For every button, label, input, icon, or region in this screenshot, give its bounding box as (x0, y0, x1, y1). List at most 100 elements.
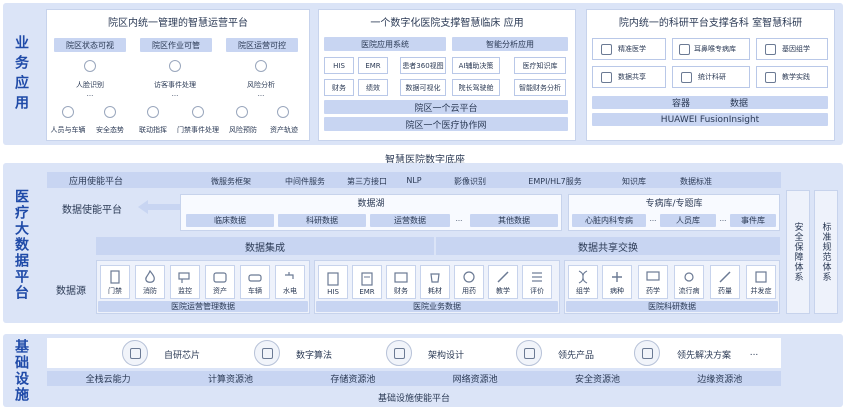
app-cockpit: 院长驾驶舱 (452, 79, 500, 96)
enable-item: 微服务框架 (211, 177, 251, 186)
lake-item-other: 其他数据 (470, 214, 558, 227)
infra-feature: 自研芯片 (163, 351, 200, 361)
infra-feature: 架构设计 (427, 351, 464, 361)
data-integration-bar: 数据集成 (96, 237, 434, 255)
his-icon (327, 272, 339, 286)
datasource-label: 数据源 (56, 286, 86, 297)
panel1-header-2: 院区运营可控 (226, 38, 298, 52)
genomics-icon (765, 43, 776, 55)
research-item-ent: 耳鼻喉专病库 (672, 38, 750, 60)
risk-prevention-icon (236, 106, 248, 118)
resource-item: 全栈云能力 (85, 375, 131, 385)
ds-medication: 用药 (454, 265, 484, 299)
ellipsis: ... (86, 90, 94, 98)
smart-operation-panel (46, 9, 310, 141)
research-item-stats: 统计科研 (672, 66, 750, 88)
ds-pharmacy: 药学 (638, 265, 668, 299)
face-recognition-icon (84, 60, 96, 72)
precision-medicine-icon (601, 43, 612, 55)
resource-item: 安全资源池 (574, 375, 620, 385)
infra-side-label: 基础设施 (13, 339, 29, 403)
ellipsis: ... (719, 215, 727, 223)
research-item-precision: 精准医学 (592, 38, 666, 60)
ds-finance: 财务 (386, 265, 416, 299)
statistics-icon (681, 71, 692, 83)
ent-database-icon (679, 43, 690, 55)
panel3-title: 院内统一的科研平台支撑各科 室智慧科研 (618, 18, 803, 29)
ds-his: HIS (318, 265, 348, 299)
panel1-item: 访客事件处理 (154, 81, 196, 89)
app-his: HIS (324, 57, 354, 74)
business-data-label: 医院业务数据 (316, 301, 558, 312)
ellipsis: ... (649, 215, 657, 223)
panel1-item: 安全态势 (96, 126, 124, 134)
panel1-header-1: 院区作业可管 (140, 38, 212, 52)
research-item-teaching: 教学实践 (756, 66, 828, 88)
lake-item-operation: 运营数据 (370, 214, 450, 227)
resource-item: 边缘资源池 (697, 375, 743, 385)
bigdata-side-label: 医疗大数据平台 (13, 189, 29, 301)
data-enable-arrow-icon (138, 200, 180, 214)
container-data-bar: 容器数据 (592, 96, 828, 109)
teaching-icon (765, 71, 776, 83)
ds-asset: 资产 (205, 265, 235, 299)
ds-vehicle: 车辆 (240, 265, 270, 299)
ds-omics: 组学 (568, 265, 598, 299)
infra-enable-platform: 基础设施使能平台 (377, 394, 450, 404)
data-enable-label: 数据使能平台 (62, 205, 122, 216)
app-knowledge: 医疗知识库 (514, 57, 566, 74)
ds-epidemic: 流行病 (674, 265, 704, 299)
ds-dosage: 药量 (710, 265, 740, 299)
standard-system-box: 标准规范体系 (814, 190, 838, 314)
cloud-platform-bar: 院区一个云平台 (324, 100, 568, 114)
lake-item-clinical: 临床数据 (186, 214, 274, 227)
door-icon (110, 270, 120, 284)
emr-icon (361, 272, 373, 286)
door-event-icon (192, 106, 204, 118)
infra-feature: 数字算法 (295, 351, 332, 361)
resource-item: 存储资源池 (330, 375, 376, 385)
solution-icon (634, 340, 660, 366)
pharmacy-icon (646, 271, 660, 281)
special-item-cardio: 心脏内科专病 (572, 214, 646, 227)
panel2-left-header: 医院应用系统 (324, 37, 446, 51)
research-data-label: 医院科研数据 (566, 301, 778, 312)
infra-feature: 领先解决方案 (676, 351, 731, 361)
person-vehicle-icon (62, 106, 74, 118)
ds-fire: 消防 (135, 265, 165, 299)
app-emr: EMR (358, 57, 388, 74)
app-visualization: 数据可视化 (400, 79, 446, 96)
security-posture-icon (104, 106, 116, 118)
panel2-title: 一个数字化医院支撑智慧临床 应用 (370, 18, 524, 29)
special-item-person: 人员库 (660, 214, 716, 227)
app-finance-analysis: 智能财务分析 (514, 79, 566, 96)
app-finance: 财务 (324, 79, 354, 96)
business-side-label: 业务应用 (13, 35, 29, 115)
car-icon (248, 274, 262, 282)
chip-icon (122, 340, 148, 366)
digital-base-title: 智慧医院数字底座 (385, 155, 465, 166)
app-enable-platform-bar: 应用使能平台 (47, 172, 781, 188)
ds-teaching: 教学 (488, 265, 518, 299)
app-performance: 绩效 (358, 79, 388, 96)
fusioninsight-bar: HUAWEI FusionInsight (592, 113, 828, 126)
panel1-header-0: 院区状态可视 (54, 38, 126, 52)
app-patient360: 患者360视图 (400, 57, 446, 74)
algorithm-icon (254, 340, 280, 366)
fire-icon (145, 270, 155, 283)
data-lake-title: 数据湖 (357, 199, 385, 209)
enable-item: 中间件服务 (285, 177, 325, 186)
ellipsis: ... (171, 90, 179, 98)
product-icon (516, 340, 542, 366)
ds-water: 水电 (275, 265, 305, 299)
disease-icon (612, 272, 622, 282)
dna-icon (578, 270, 588, 284)
ds-disease: 病种 (602, 265, 632, 299)
enable-item: 知识库 (622, 177, 646, 186)
special-db-title: 专病库/专题库 (645, 199, 703, 209)
panel1-item: 门禁事件处理 (177, 126, 219, 134)
security-system-box: 安全保障体系 (786, 190, 810, 314)
consumable-icon (430, 273, 440, 283)
pill-icon (463, 271, 475, 283)
panel1-item: 人脸识别 (76, 81, 104, 89)
